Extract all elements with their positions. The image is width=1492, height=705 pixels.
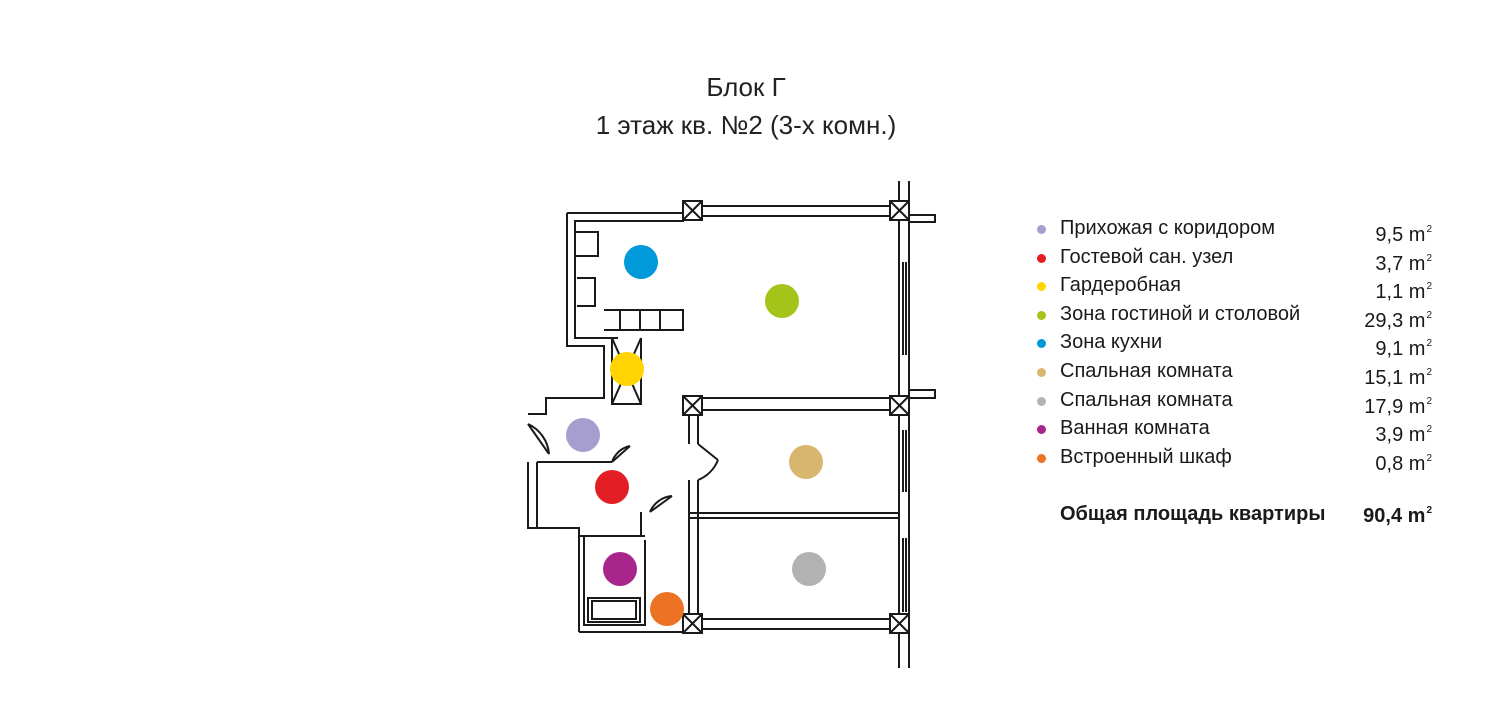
- column-nw: [682, 200, 703, 221]
- legend-dot-icon: [1037, 367, 1046, 377]
- legend-item: Зона кухни 9,1 m2: [1030, 328, 1440, 360]
- legend-dot-icon: [1037, 396, 1046, 406]
- column-mid-w: [682, 395, 703, 416]
- bath-wall: [527, 462, 683, 633]
- marker-bathroom: [603, 552, 637, 586]
- north-wall: [702, 205, 891, 217]
- legend-area: 29,3 m2: [1364, 309, 1432, 332]
- total-area-value: 90,4 m2: [1363, 505, 1432, 527]
- wc-wall: [536, 461, 645, 537]
- marker-bedroom-1: [789, 445, 823, 479]
- bathtub: [587, 597, 641, 623]
- legend-item: Спальная комната 17,9 m2: [1030, 386, 1440, 418]
- east-stub: [909, 214, 936, 399]
- marker-closet: [650, 592, 684, 626]
- legend-area: 9,1 m2: [1375, 338, 1432, 361]
- legend-item: Встроенный шкаф 0,8 m2: [1030, 443, 1440, 475]
- legend-label: Зона гостиной и столовой: [1060, 302, 1301, 325]
- legend-dot-icon: [1037, 425, 1046, 435]
- column-se: [889, 613, 910, 634]
- legend-item: Гостевой сан. узел 3,7 m2: [1030, 243, 1440, 275]
- legend-label: Спальная комната: [1060, 359, 1233, 382]
- legend-label: Ванная комната: [1060, 417, 1210, 440]
- legend-label: Прихожая с коридором: [1060, 217, 1275, 239]
- column-sw: [682, 613, 703, 634]
- legend-dot-icon: [1037, 310, 1046, 320]
- window-e3: [902, 538, 907, 612]
- south-wall: [702, 618, 891, 630]
- legend-label: Встроенный шкаф: [1060, 445, 1232, 468]
- total-area-label: Общая площадь квартиры: [1060, 503, 1326, 525]
- marker-guest-wc: [595, 470, 629, 504]
- column-mid-e: [889, 395, 910, 416]
- total-area: Общая площадь квартиры 90,4 m2: [1060, 503, 1440, 533]
- legend-label: Гардеробная: [1060, 274, 1181, 297]
- legend-dot-icon: [1037, 282, 1046, 292]
- bath-door: [649, 495, 673, 513]
- legend-area: 0,8 m2: [1375, 452, 1432, 475]
- outer-wall: [567, 212, 684, 339]
- wc-door: [611, 445, 631, 463]
- marker-bedroom-2: [792, 552, 826, 586]
- entry-door: [527, 423, 550, 455]
- bath-inner: [583, 536, 646, 626]
- legend-label: Спальная комната: [1060, 388, 1233, 411]
- legend-item: Ванная комната 3,9 m2: [1030, 414, 1440, 446]
- legend-item: Спальная комната 15,1 m2: [1030, 357, 1440, 389]
- corridor-wall: [688, 415, 699, 618]
- outer-wall-inner: [528, 213, 605, 415]
- legend-area: 15,1 m2: [1364, 366, 1432, 389]
- legend-dot-icon: [1037, 339, 1046, 349]
- legend-area: 17,9 m2: [1364, 395, 1432, 418]
- legend-label: Зона кухни: [1060, 331, 1163, 354]
- marker-hallway: [566, 418, 600, 452]
- marker-wardrobe: [610, 352, 644, 386]
- legend-item: Зона гостиной и столовой 29,3 m2: [1030, 300, 1440, 332]
- legend-area: 3,9 m2: [1375, 424, 1432, 447]
- legend-area: 3,7 m2: [1375, 252, 1432, 275]
- legend-dot-icon: [1037, 253, 1046, 263]
- legend-label: Гостевой сан. узел: [1060, 245, 1234, 268]
- apartment-title: 1 этаж кв. №2 (3-х комн.): [595, 110, 897, 140]
- sink: [577, 277, 596, 307]
- window-e2: [902, 430, 907, 492]
- legend-item: Гардеробная 1,1 m2: [1030, 271, 1440, 303]
- east-wall: [898, 181, 910, 668]
- legend-item: Прихожая с коридором 9,5 m2: [1030, 214, 1440, 246]
- legend-dot-icon: [1037, 225, 1046, 234]
- marker-kitchen: [624, 245, 658, 279]
- legend-dot-icon: [1037, 453, 1046, 463]
- partition-1: [702, 397, 891, 411]
- marker-living: [765, 284, 799, 318]
- legend-area: 1,1 m2: [1375, 281, 1432, 304]
- legend-area: 9,5 m2: [1375, 224, 1432, 246]
- partition-2: [689, 512, 899, 519]
- stove: [575, 231, 599, 257]
- block-title: Блок Г: [706, 72, 786, 102]
- window-e1: [902, 262, 907, 355]
- bedroom-door: [697, 443, 719, 481]
- column-ne: [889, 200, 910, 221]
- kitchen-counter: [604, 309, 684, 331]
